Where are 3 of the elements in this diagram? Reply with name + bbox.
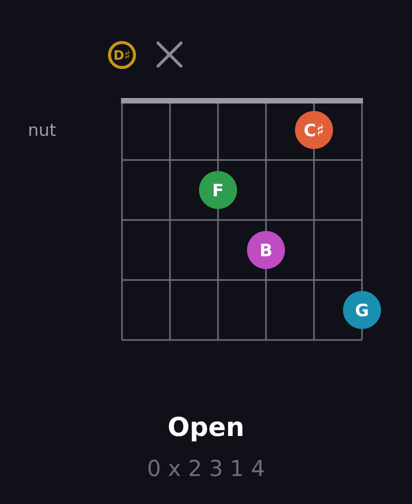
fingering-label: 0 x 2 3 1 4 xyxy=(148,460,264,476)
chord-title: Open xyxy=(168,416,242,442)
nut-label: nut xyxy=(29,124,56,136)
